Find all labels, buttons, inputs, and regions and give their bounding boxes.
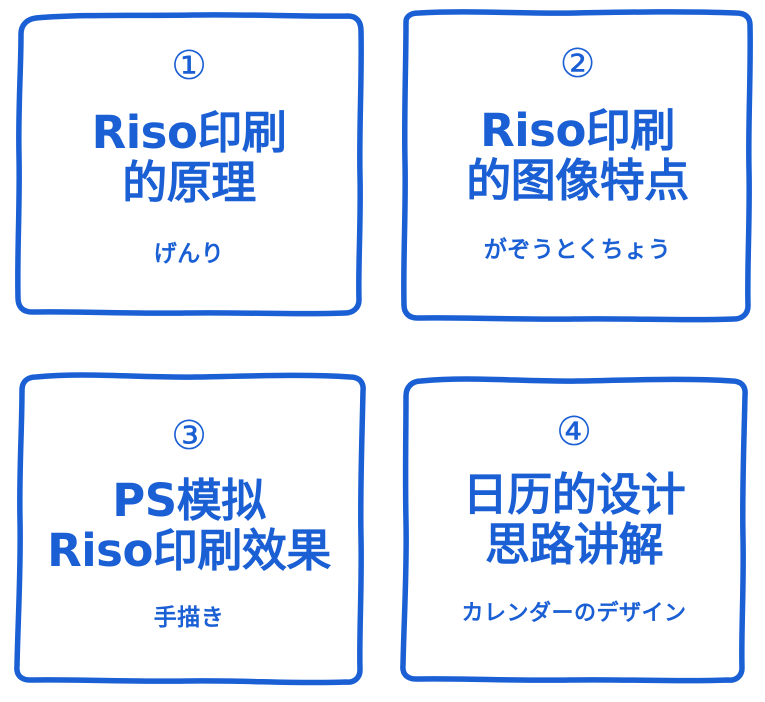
panel-content-3: ③ PS模拟 Riso印刷效果 手描き [8,368,370,690]
panel-title-3: PS模拟 Riso印刷效果 [47,476,331,575]
panel-subtitle-1: げんり [153,241,225,267]
panel-title-line-2b: 的图像特点 [466,153,689,207]
panel-badge-3: ③ [171,413,207,459]
panel-card-4[interactable]: ④ 日历的设计 思路讲解 カレンダーのデザイン [396,370,752,688]
panel-badge-1: ① [171,43,207,89]
panel-subtitle-2: がぞうとくちょう [483,237,672,263]
panel-title-2: Riso印刷 的图像特点 [466,106,689,205]
panel-title-line-4b: 思路讲解 [484,517,664,571]
panel-badge-4: ④ [556,409,592,455]
panel-content-4: ④ 日历的设计 思路讲解 カレンダーのデザイン [396,370,752,688]
panel-title-line-4a: 日历的设计 [462,468,686,521]
panel-title-line-3b: Riso印刷效果 [47,523,331,577]
panel-title-line-1a: Riso印刷 [91,106,287,159]
panel-card-1[interactable]: ① Riso印刷 的原理 げんり [8,8,370,323]
panel-content-1: ① Riso印刷 的原理 げんり [8,8,370,323]
panel-title-4: 日历的设计 思路讲解 [463,470,686,569]
panel-subtitle-4: カレンダーのデザイン [461,601,687,626]
panel-title-1: Riso印刷 的原理 [92,108,287,207]
panel-content-2: ② Riso印刷 的图像特点 がぞうとくちょう [398,6,757,324]
panel-card-3[interactable]: ③ PS模拟 Riso印刷效果 手描き [8,368,370,690]
panel-title-line-1b: 的原理 [122,155,256,209]
panel-title-line-2a: Riso印刷 [480,104,675,157]
panel-badge-2: ② [559,41,596,87]
panel-subtitle-3: 手描き [153,605,225,631]
panel-title-line-3a: PS模拟 [112,474,266,527]
panel-card-2[interactable]: ② Riso印刷 的图像特点 がぞうとくちょう [398,6,757,324]
